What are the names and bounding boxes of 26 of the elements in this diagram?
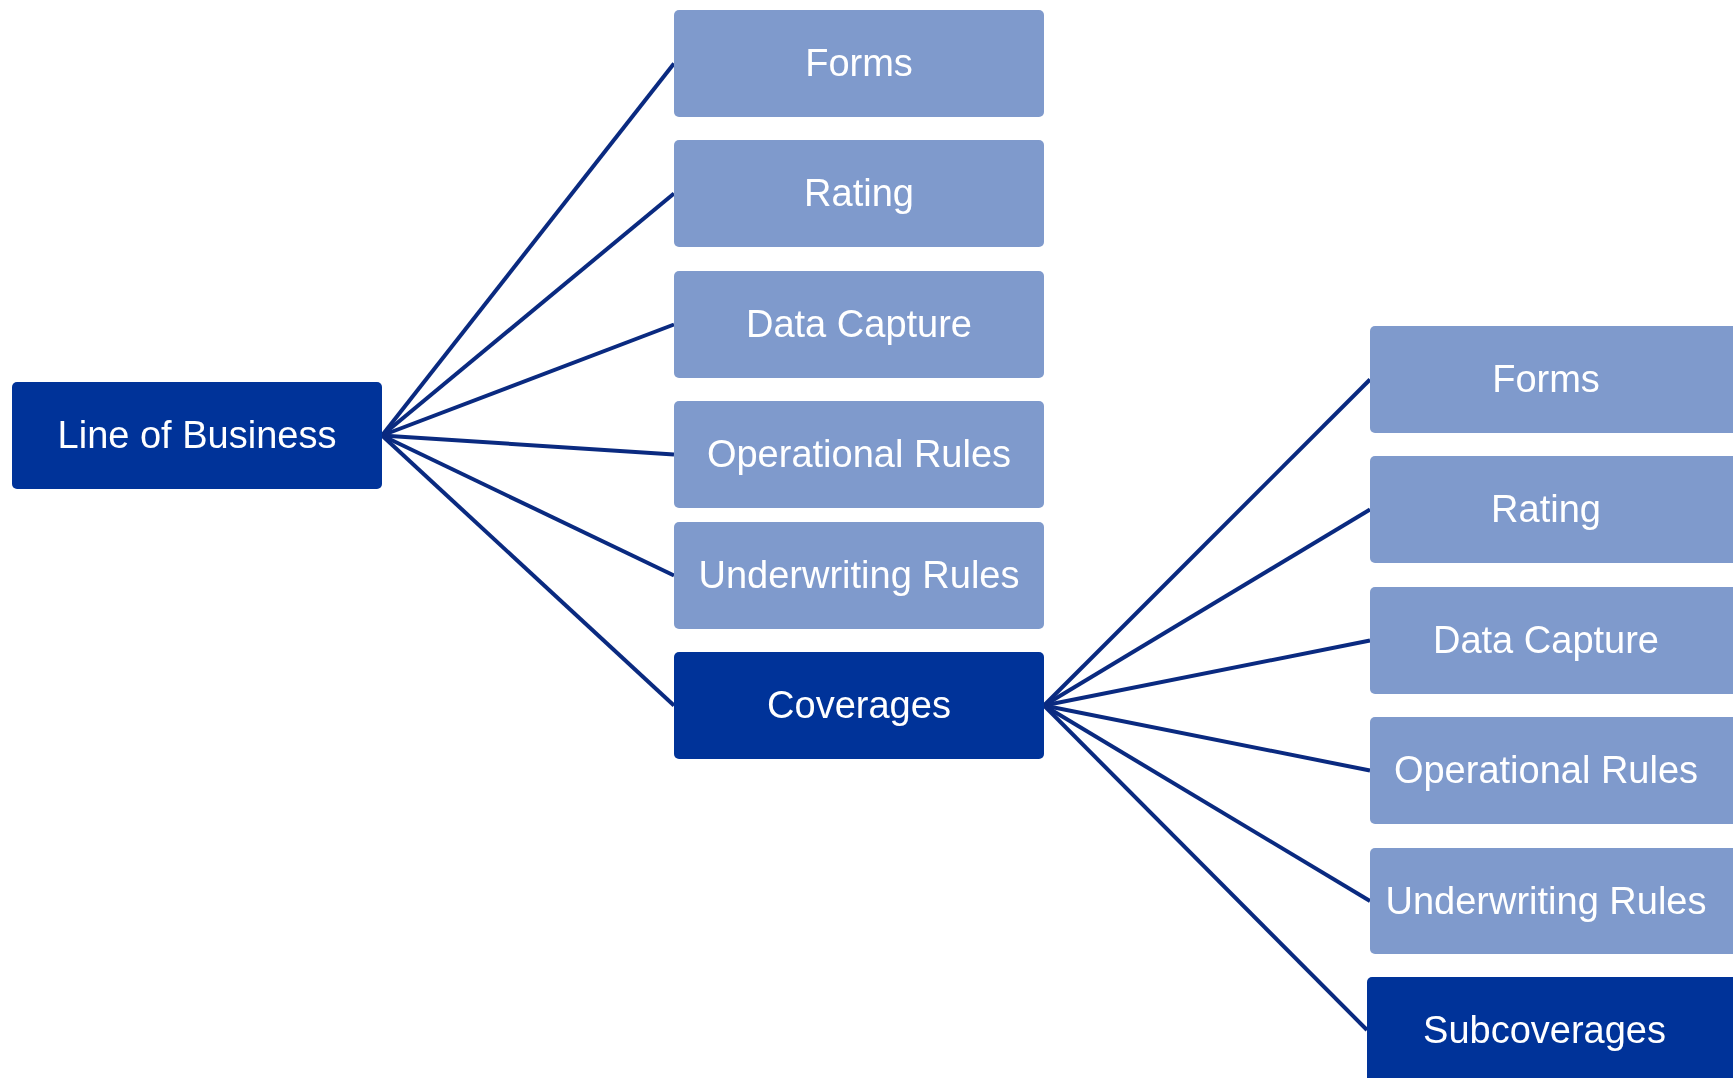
- item-box: [674, 522, 1044, 629]
- box-label: Underwriting Rules: [1385, 879, 1707, 923]
- item-box: [674, 271, 1044, 378]
- item-box: [674, 10, 1044, 117]
- item-box: [1370, 717, 1733, 824]
- item-box: [674, 140, 1044, 247]
- box-label: Underwriting Rules: [698, 554, 1020, 597]
- box-label: Subcoverages: [1423, 1008, 1666, 1052]
- category-box: [674, 652, 1044, 759]
- box-label: Operational Rules: [1393, 749, 1699, 792]
- category-box: [1367, 977, 1733, 1078]
- box-label: Data Capture: [746, 303, 972, 346]
- box-label: Rating: [1491, 488, 1601, 531]
- item-box: [674, 401, 1044, 508]
- item-box: [1370, 456, 1733, 563]
- box-label: Line of Business: [57, 414, 337, 457]
- box-label: Operational Rules: [706, 433, 1012, 476]
- box-label: Forms: [805, 42, 913, 85]
- item-box: [1370, 587, 1733, 694]
- item-box: [1370, 848, 1733, 954]
- box-label: Rating: [804, 172, 914, 215]
- item-box: [1370, 326, 1733, 433]
- box-label: Forms: [1492, 358, 1600, 401]
- category-box: [12, 382, 382, 489]
- box-label: Data Capture: [1433, 619, 1659, 662]
- box-label: Coverages: [767, 684, 951, 727]
